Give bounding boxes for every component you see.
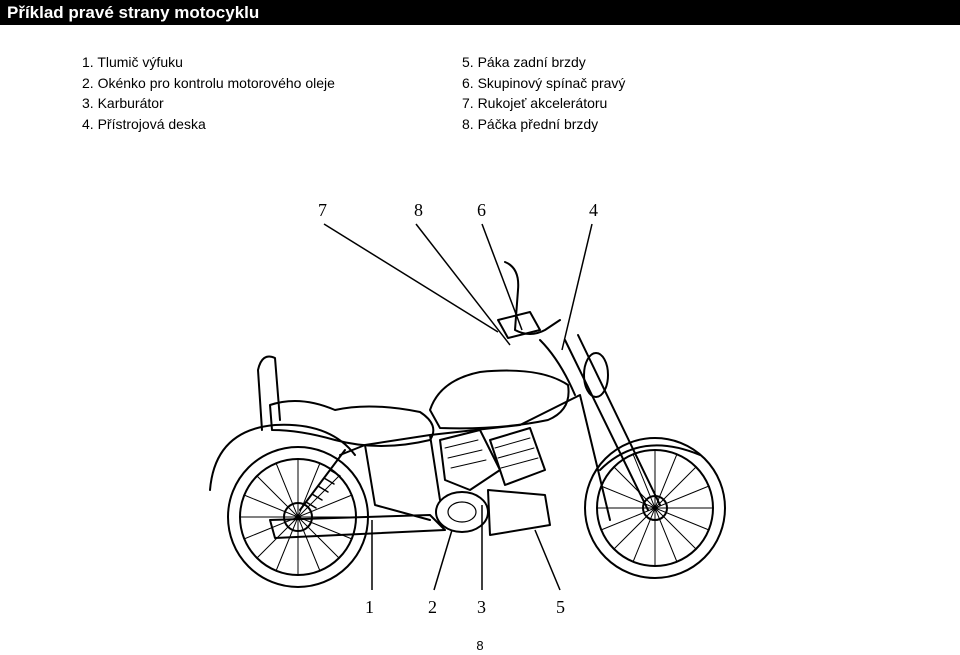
page-number: 8 bbox=[476, 638, 484, 653]
legend-item: 6. Skupinový spínač pravý bbox=[462, 74, 626, 91]
legend-item: 2. Okénko pro kontrolu motorového oleje bbox=[82, 74, 335, 91]
callout-8: 8 bbox=[414, 200, 423, 220]
header-bar: Příklad pravé strany motocyklu bbox=[0, 0, 960, 25]
headlight bbox=[583, 352, 609, 398]
page-title: Příklad pravé strany motocyklu bbox=[7, 3, 260, 22]
backrest bbox=[257, 355, 281, 431]
callout-6: 6 bbox=[477, 200, 486, 220]
parts-legend-right: 5. Páka zadní brzdy 6. Skupinový spínač … bbox=[462, 52, 625, 134]
callout-3: 3 bbox=[477, 597, 486, 617]
callout-leaders bbox=[323, 223, 593, 591]
callout-4: 4 bbox=[589, 200, 598, 220]
callout-2: 2 bbox=[428, 597, 437, 617]
throttle-grip bbox=[497, 311, 541, 339]
brake-cable bbox=[539, 339, 576, 396]
rear-shock bbox=[299, 449, 346, 511]
callout-5: 5 bbox=[556, 597, 565, 617]
legend-item: 3. Karburátor bbox=[82, 95, 164, 111]
legend-item: 5. Páka zadní brzdy bbox=[462, 54, 586, 70]
legend-item: 8. Páčka přední brzdy bbox=[462, 115, 599, 132]
legend-item: 7. Rukojeť akcelerátoru bbox=[462, 95, 608, 111]
legend-item: 4. Přístrojová deska bbox=[82, 115, 206, 132]
frame bbox=[339, 394, 611, 521]
legend-item: 1. Tlumič výfuku bbox=[82, 54, 183, 70]
callout-7: 7 bbox=[318, 200, 327, 220]
exhaust-muffler bbox=[269, 514, 446, 539]
front-fork bbox=[564, 334, 661, 511]
rear-wheel bbox=[227, 446, 369, 588]
rear-fender bbox=[209, 423, 356, 491]
engine bbox=[435, 427, 551, 536]
parts-legend-left: 1. Tlumič výfuku 2. Okénko pro kontrolu … bbox=[82, 52, 335, 134]
callout-1: 1 bbox=[365, 597, 374, 617]
seat bbox=[269, 400, 435, 447]
front-wheel bbox=[584, 437, 726, 579]
handlebar bbox=[504, 261, 561, 335]
front-fender bbox=[599, 444, 701, 471]
fuel-tank bbox=[429, 369, 570, 430]
